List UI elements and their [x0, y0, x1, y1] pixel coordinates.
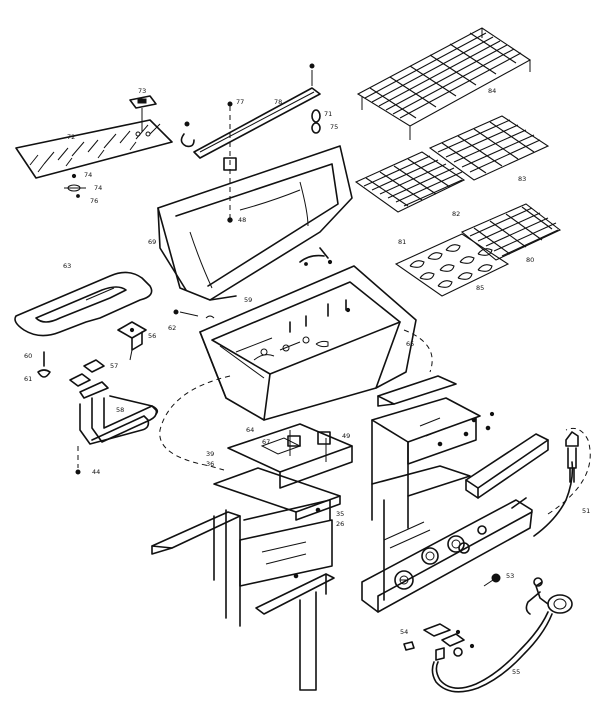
callout-57: 57: [110, 362, 118, 370]
firebox-bolt: [173, 309, 215, 319]
callout-65: 65: [406, 340, 414, 348]
burner: [14, 271, 153, 337]
callout-82: 82: [452, 210, 460, 218]
callout-75: 75: [330, 123, 338, 131]
callout-60: 60: [24, 352, 32, 360]
callout-58: 58: [116, 406, 124, 414]
igniter-button: [483, 573, 501, 587]
handle-spacer: [311, 109, 321, 134]
left-cart-frame: [151, 499, 335, 691]
burner-clip: [69, 359, 105, 387]
callout-85: 85: [476, 284, 484, 292]
lid-bolt: [223, 101, 237, 223]
callout-74-top: 74: [84, 171, 92, 179]
callout-69: 69: [148, 238, 156, 246]
callout-64-top: 64: [246, 426, 254, 434]
callout-67: 67: [262, 438, 270, 446]
firebox: [199, 265, 417, 421]
callout-51: 51: [582, 507, 590, 515]
insulation-panel: [15, 119, 173, 179]
callout-77: 77: [236, 98, 244, 106]
right-shelf-screws: [471, 411, 495, 431]
gas-regulator: [525, 577, 573, 615]
callout-71: 71: [324, 110, 332, 118]
grill-lid: [157, 145, 353, 301]
right-cart-frame: [371, 375, 481, 601]
cooking-grid-right: [428, 115, 550, 181]
cooking-grid-left: [354, 151, 466, 213]
lid-hinge: [299, 247, 333, 266]
callout-39: 39: [206, 450, 214, 458]
callout-74-bottom: 74: [94, 184, 102, 192]
callout-49: 49: [342, 432, 350, 440]
venturi-tubes: [75, 381, 159, 475]
gas-valve-bracket: [227, 423, 353, 489]
lid-screw-and-nut: [64, 173, 86, 198]
callout-72: 72: [67, 133, 75, 141]
callout-labels: 73 72 74 74 76 77 78 71 75 84 83 82 81 8…: [24, 87, 590, 676]
callout-55: 55: [512, 668, 520, 676]
callout-48-lid: 48: [238, 216, 246, 224]
lid-handle-hook: [180, 121, 195, 148]
igniter-electrode: [37, 351, 51, 378]
igniter-wire: [533, 431, 579, 537]
callout-84: 84: [488, 87, 496, 95]
right-side-shelf: [465, 433, 549, 499]
lid-bracket: [129, 95, 157, 137]
callout-61: 61: [24, 375, 32, 383]
burner-bracket: [117, 321, 147, 361]
callout-54: 54: [400, 628, 408, 636]
hose-fittings: [403, 623, 475, 661]
warming-rack: [356, 27, 532, 140]
callout-26: 26: [336, 520, 344, 528]
callout-56: 56: [148, 332, 156, 340]
callout-36: 36: [206, 460, 214, 468]
callout-44-left: 44: [92, 468, 100, 476]
lid-handle: [193, 63, 321, 159]
callout-35: 35: [336, 510, 344, 518]
callout-83: 83: [518, 175, 526, 183]
igniter-wire-path: [547, 427, 591, 515]
callout-81: 81: [398, 238, 406, 246]
assembly-path-right: [403, 329, 433, 373]
control-panel: [361, 497, 533, 613]
assembly-path-left: [159, 375, 231, 471]
callout-73: 73: [138, 87, 146, 95]
callout-78: 78: [274, 98, 282, 106]
callout-63: 63: [63, 262, 71, 270]
rock-grate-left: [394, 233, 510, 297]
callout-76: 76: [90, 197, 98, 205]
rock-grate-right: [460, 203, 562, 261]
gas-hose: [431, 611, 553, 693]
callout-62: 62: [168, 324, 176, 332]
callout-53: 53: [506, 572, 514, 580]
callout-80: 80: [526, 256, 534, 264]
callout-59: 59: [244, 296, 252, 304]
